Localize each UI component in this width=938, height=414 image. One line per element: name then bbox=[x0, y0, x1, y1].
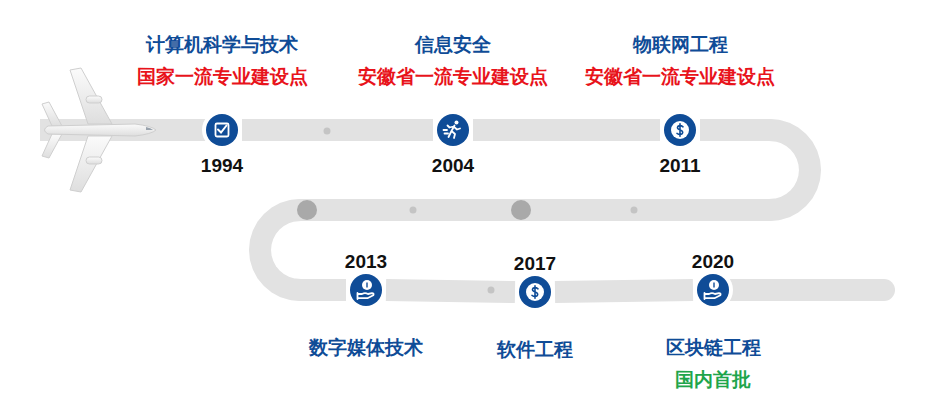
honor-note: 安徽省一流专业建设点 bbox=[358, 65, 548, 89]
road-start bbox=[40, 119, 212, 141]
honor-note: 安徽省一流专业建设点 bbox=[585, 65, 775, 89]
road-dots bbox=[297, 128, 638, 294]
milestone: 2017软件工程 bbox=[497, 252, 573, 362]
timeline-road bbox=[260, 130, 810, 290]
milestone: 物联网工程安徽省一流专业建设点 2011 bbox=[585, 33, 775, 178]
timeline-road bbox=[386, 290, 515, 292]
year-label: 2004 bbox=[432, 154, 474, 178]
milestone: 信息安全安徽省一流专业建设点 2004 bbox=[358, 33, 548, 178]
milestone-marker bbox=[346, 270, 386, 310]
timeline-road bbox=[473, 119, 660, 141]
milestone-marker bbox=[433, 110, 473, 150]
milestone: 计算机科学与技术国家一流专业建设点 1994 bbox=[137, 33, 308, 178]
milestone: 2020区块链工程国内首批 bbox=[666, 250, 761, 392]
year-label: 1994 bbox=[201, 154, 243, 178]
milestone-marker bbox=[660, 110, 700, 150]
road-end bbox=[725, 279, 884, 301]
major-title: 区块链工程 bbox=[666, 336, 761, 360]
milestone: 2013数字媒体技术 bbox=[309, 250, 423, 360]
milestone-marker bbox=[202, 110, 242, 150]
major-title: 软件工程 bbox=[497, 338, 573, 362]
major-title: 物联网工程 bbox=[633, 33, 728, 57]
timeline-road bbox=[555, 290, 693, 292]
milestone-marker bbox=[515, 272, 555, 312]
milestone-marker bbox=[693, 270, 733, 310]
timeline-road bbox=[242, 119, 433, 141]
major-title: 信息安全 bbox=[415, 33, 491, 57]
honor-note: 国内首批 bbox=[675, 368, 751, 392]
major-title: 数字媒体技术 bbox=[309, 336, 423, 360]
major-title: 计算机科学与技术 bbox=[146, 33, 298, 57]
honor-note: 国家一流专业建设点 bbox=[137, 65, 308, 89]
year-label: 2011 bbox=[659, 154, 700, 178]
